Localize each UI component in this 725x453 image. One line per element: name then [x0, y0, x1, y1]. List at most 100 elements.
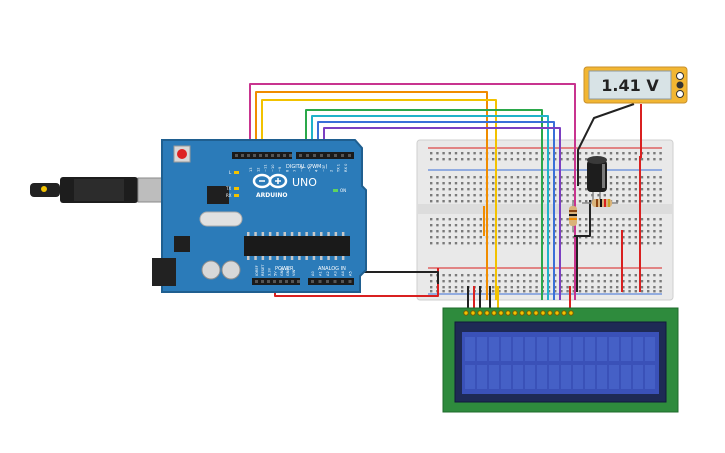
breadboard-hole[interactable] [597, 230, 600, 233]
breadboard-hole[interactable] [523, 152, 526, 155]
breadboard-hole[interactable] [640, 218, 644, 221]
header-pin[interactable] [341, 280, 344, 283]
breadboard-hole[interactable] [461, 274, 464, 277]
breadboard-hole[interactable] [461, 176, 464, 179]
breadboard-hole[interactable] [473, 158, 476, 161]
breadboard-hole[interactable] [640, 194, 644, 197]
breadboard-hole[interactable] [578, 188, 582, 191]
breadboard-hole[interactable] [640, 182, 644, 185]
breadboard-hole[interactable] [504, 224, 507, 227]
breadboard-hole[interactable] [653, 200, 656, 203]
breadboard-hole[interactable] [535, 224, 538, 227]
breadboard-hole[interactable] [461, 280, 464, 283]
breadboard-hole[interactable] [442, 182, 445, 185]
breadboard-hole[interactable] [616, 200, 619, 203]
breadboard-hole[interactable] [473, 236, 476, 239]
breadboard-hole[interactable] [560, 194, 563, 197]
breadboard-hole[interactable] [616, 194, 619, 197]
breadboard-hole[interactable] [640, 236, 644, 239]
breadboard-hole[interactable] [560, 274, 563, 277]
lcd-pin[interactable] [505, 310, 511, 316]
breadboard-hole[interactable] [492, 230, 495, 233]
breadboard-hole[interactable] [616, 280, 619, 283]
header-pin[interactable] [320, 154, 323, 157]
breadboard-hole[interactable] [436, 224, 439, 227]
header-pin[interactable] [348, 280, 352, 283]
breadboard-hole[interactable] [572, 290, 575, 293]
breadboard-hole[interactable] [430, 152, 433, 155]
breadboard-hole[interactable] [647, 200, 650, 203]
breadboard-hole[interactable] [448, 286, 451, 289]
breadboard-hole[interactable] [467, 242, 470, 245]
breadboard-hole[interactable] [591, 280, 594, 283]
breadboard-hole[interactable] [585, 218, 588, 221]
breadboard-hole[interactable] [467, 176, 470, 179]
breadboard-hole[interactable] [572, 158, 575, 161]
header-pin[interactable] [235, 154, 238, 157]
breadboard-hole[interactable] [591, 152, 594, 155]
breadboard-hole[interactable] [442, 280, 445, 283]
breadboard-hole[interactable] [572, 176, 575, 179]
breadboard-hole[interactable] [504, 158, 507, 161]
breadboard-hole[interactable] [634, 274, 637, 277]
breadboard-hole[interactable] [454, 242, 458, 245]
breadboard-hole[interactable] [634, 230, 637, 233]
breadboard-hole[interactable] [498, 230, 501, 233]
breadboard-hole[interactable] [467, 224, 470, 227]
breadboard-hole[interactable] [454, 158, 458, 161]
breadboard-hole[interactable] [616, 230, 619, 233]
breadboard-hole[interactable] [622, 194, 625, 197]
breadboard-hole[interactable] [467, 200, 470, 203]
breadboard-hole[interactable] [616, 158, 619, 161]
breadboard-hole[interactable] [479, 230, 482, 233]
breadboard-hole[interactable] [622, 152, 625, 155]
breadboard-hole[interactable] [510, 188, 513, 191]
breadboard-hole[interactable] [448, 158, 451, 161]
breadboard-hole[interactable] [653, 280, 656, 283]
breadboard-hole[interactable] [566, 188, 569, 191]
breadboard-hole[interactable] [498, 218, 501, 221]
breadboard-hole[interactable] [454, 182, 458, 185]
breadboard-hole[interactable] [529, 280, 532, 283]
breadboard-hole[interactable] [498, 280, 501, 283]
breadboard-hole[interactable] [653, 242, 656, 245]
breadboard-hole[interactable] [436, 236, 439, 239]
header-pin[interactable] [277, 154, 280, 157]
breadboard-hole[interactable] [572, 286, 575, 289]
breadboard-hole[interactable] [529, 158, 532, 161]
breadboard-hole[interactable] [585, 176, 588, 179]
breadboard-hole[interactable] [498, 188, 501, 191]
breadboard-hole[interactable] [622, 290, 625, 293]
breadboard-hole[interactable] [523, 176, 526, 179]
breadboard-hole[interactable] [591, 286, 594, 289]
breadboard-hole[interactable] [554, 224, 557, 227]
breadboard-hole[interactable] [647, 280, 650, 283]
breadboard-hole[interactable] [566, 280, 569, 283]
breadboard-hole[interactable] [647, 194, 650, 197]
header-pin[interactable] [241, 154, 244, 157]
breadboard-hole[interactable] [572, 242, 575, 245]
breadboard-hole[interactable] [585, 188, 588, 191]
breadboard-hole[interactable] [467, 274, 470, 277]
breadboard-hole[interactable] [498, 158, 501, 161]
header-pin[interactable] [273, 280, 276, 283]
breadboard-hole[interactable] [597, 274, 600, 277]
breadboard-hole[interactable] [597, 286, 600, 289]
breadboard-hole[interactable] [430, 188, 433, 191]
breadboard-hole[interactable] [585, 236, 588, 239]
breadboard-hole[interactable] [498, 274, 501, 277]
breadboard-hole[interactable] [616, 236, 619, 239]
breadboard-hole[interactable] [585, 182, 588, 185]
breadboard-hole[interactable] [461, 286, 464, 289]
breadboard-hole[interactable] [498, 242, 501, 245]
breadboard-hole[interactable] [430, 176, 433, 179]
breadboard-hole[interactable] [578, 176, 582, 179]
breadboard-hole[interactable] [566, 158, 569, 161]
header-pin[interactable] [334, 154, 337, 157]
breadboard-hole[interactable] [578, 230, 582, 233]
breadboard-hole[interactable] [510, 218, 513, 221]
breadboard-hole[interactable] [554, 286, 557, 289]
breadboard-hole[interactable] [616, 242, 619, 245]
breadboard-hole[interactable] [603, 218, 606, 221]
breadboard-hole[interactable] [647, 218, 650, 221]
